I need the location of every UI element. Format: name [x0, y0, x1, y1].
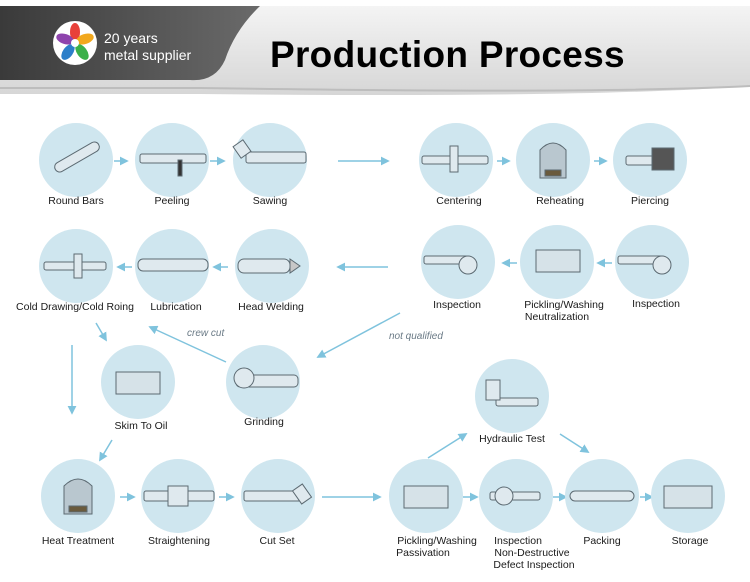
label-pickling-2-line2: Passivation	[396, 547, 450, 559]
cutter-icon	[291, 483, 313, 505]
label-cut-set: Cut Set	[259, 535, 295, 547]
label-piercing: Piercing	[631, 195, 669, 207]
label-lubrication: Lubrication	[150, 301, 202, 313]
label-hydraulic-test: Hydraulic Test	[479, 433, 545, 445]
label-pickling-1-line2: Neutralization	[524, 311, 590, 323]
label-straightening: Straightening	[148, 535, 210, 547]
coil-icon	[544, 169, 562, 177]
bar-icon	[54, 141, 100, 173]
label-reheating: Reheating	[536, 195, 584, 207]
label-inspection-2: Inspection	[632, 298, 680, 310]
storage-rack-icon	[663, 485, 713, 509]
label-centering: Centering	[436, 195, 482, 207]
note-not-qualified: not qualified	[389, 331, 443, 342]
roller-icon	[167, 485, 189, 507]
pressure-unit-icon	[485, 379, 501, 401]
arrow-hydraulic-packing	[559, 433, 590, 453]
label-cold-drawing: Cold Drawing/Cold Roing	[16, 301, 134, 313]
label-heat-treatment: Heat Treatment	[41, 535, 115, 547]
furnace-icon	[539, 142, 567, 179]
bar-icon	[139, 153, 207, 164]
gauge-icon	[494, 486, 514, 506]
arrow-not-qualified	[316, 312, 401, 358]
bar-icon	[137, 258, 209, 272]
step-circles	[39, 123, 725, 533]
brand-line-2: metal supplier	[104, 47, 192, 63]
tank-icon	[115, 371, 161, 395]
logo-flower-icon	[53, 21, 97, 65]
label-packing: Packing	[583, 535, 621, 547]
step-pictograms	[43, 139, 713, 515]
arrow-skimtooil-heattreatment	[99, 439, 113, 462]
center-tool-icon	[449, 145, 459, 173]
page-title: Production Process	[270, 34, 625, 75]
gauge-icon	[458, 255, 478, 275]
blade-icon	[177, 159, 183, 177]
step-hydraulic-test	[475, 359, 549, 433]
label-inspection-ndt-line1: Inspection	[494, 535, 542, 547]
tank-icon	[403, 485, 449, 509]
arrow-crew-cut	[148, 325, 227, 363]
furnace-icon	[63, 478, 93, 515]
gauge-icon	[652, 255, 672, 275]
bar-icon	[495, 397, 539, 407]
note-crew-cut: crew cut	[187, 328, 225, 339]
label-head-welding: Head Welding	[238, 301, 304, 313]
label-skim-to-oil: Skim To Oil	[114, 420, 168, 432]
arrow-colddrawing-skimtooil	[95, 322, 107, 342]
label-pickling-1-line1: Pickling/Washing	[524, 299, 604, 311]
piercing-block-icon	[651, 147, 675, 171]
bar-icon	[237, 258, 291, 274]
tank-icon	[535, 249, 581, 273]
label-inspection-1: Inspection	[433, 299, 481, 311]
flow-arrows	[67, 156, 655, 502]
coil-icon	[68, 505, 88, 513]
saw-icon	[232, 139, 252, 159]
label-inspection-ndt-line2: Non-Destructive	[494, 547, 570, 559]
label-pickling-2-line1: Pickling/Washing	[397, 535, 477, 547]
header-banner: 20 years metal supplier Production Proce…	[0, 0, 750, 98]
label-storage: Storage	[671, 535, 709, 547]
label-round-bars: Round Bars	[48, 195, 104, 207]
label-peeling: Peeling	[154, 195, 190, 207]
weld-cone-icon	[289, 258, 301, 274]
brand-line-1: 20 years	[104, 30, 158, 46]
label-inspection-ndt-line3: Defect Inspection	[493, 559, 575, 571]
label-grinding: Grinding	[244, 416, 284, 428]
label-sawing: Sawing	[252, 195, 288, 207]
bar-icon	[245, 151, 307, 164]
grinding-wheel-icon	[233, 367, 255, 389]
bar-icon	[569, 490, 635, 502]
die-icon	[73, 253, 83, 279]
arrow-to-hydraulic	[427, 433, 468, 459]
